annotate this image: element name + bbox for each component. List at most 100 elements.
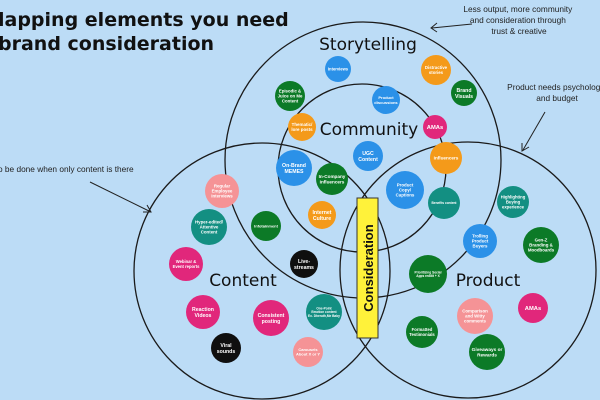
bubble-label-line: Thematic/: [292, 122, 313, 127]
bubble-label-line: Hyper-edited/: [195, 219, 224, 224]
bubble-label-line: On-Brand: [282, 163, 306, 169]
bubble-circle: [430, 142, 462, 174]
consideration-label: Consideration: [361, 224, 376, 311]
bubble: Interviews: [325, 56, 351, 82]
bubble-label-line: AMAs: [525, 306, 541, 312]
bubble-label-line: Culture: [313, 216, 331, 222]
bubble-label: Thematic/lore posts: [291, 122, 313, 132]
bubble-circle: [211, 333, 241, 363]
annotation-arrows: [89, 22, 546, 213]
arrow-head: [521, 143, 530, 152]
bubble-circle: [251, 211, 281, 241]
bubble-label-line: Buying: [506, 199, 521, 204]
bubble-label-line: Event reports: [173, 264, 200, 269]
bubble-circle: [372, 86, 400, 114]
bubble-label-line: Copy/: [399, 188, 412, 193]
bubble-label-line: UGC: [362, 151, 374, 157]
bubble-label-line: Influencers: [434, 156, 459, 161]
arrow-line: [89, 181, 152, 213]
arrow-head: [430, 22, 438, 33]
bubble-label: AMAs: [525, 306, 541, 312]
bubble-label-line: Attentive: [200, 225, 219, 230]
bubble: AMAs: [423, 115, 447, 139]
bubble-label-line: Ex. Dheruth,Me Baby: [308, 314, 340, 318]
bubble-label: Live-streams: [294, 259, 314, 271]
community-label: Community: [320, 120, 418, 140]
bubble-label-line: Branding &: [529, 243, 553, 248]
bubble-label-line: Live-: [298, 259, 310, 265]
bubble-label-line: Prioritizing Social: [415, 270, 442, 274]
title-line: brand consideration: [0, 33, 214, 55]
bubble-circle: [421, 55, 451, 85]
bubble: Benefits content: [428, 187, 460, 219]
bubble-label-line: Emotion content: [311, 310, 337, 314]
bubble-label-line: Content: [358, 157, 378, 163]
bubble-label-line: Product: [378, 95, 394, 100]
bubble-label-line: Highlighting: [501, 195, 526, 200]
bubble-label-line: Episodic &: [279, 89, 301, 94]
bubble-label-line: streams: [294, 265, 314, 271]
bubble-circle: [253, 300, 289, 336]
bubble-circle: [293, 337, 323, 367]
bubble-circle: [451, 80, 477, 106]
bubble-label-line: Infotainment: [254, 223, 278, 228]
bubble-label-line: Moodboards: [528, 248, 555, 253]
bubble: AMAs: [518, 293, 548, 323]
bubble-label-line: posting: [262, 319, 281, 325]
note-line: and consideration through: [470, 15, 566, 25]
top-right-note: Less output, more community and consider…: [463, 4, 574, 36]
bubble-label: Webinar &Event reports: [173, 259, 200, 269]
title-line: lapping elements you need: [0, 9, 289, 31]
bubble-label: Infotainment: [254, 223, 278, 228]
arrow-line: [431, 23, 473, 29]
bubble-label-line: Consistent: [258, 313, 285, 319]
bubble-circle: [409, 255, 447, 293]
bubble-label-line: About X or Y: [296, 352, 320, 357]
bubble-label-line: AMAs: [427, 125, 443, 131]
bubble-circle: [191, 209, 227, 245]
storytelling-label: Storytelling: [319, 35, 417, 55]
product-label: Product: [456, 271, 521, 291]
bubble-label-line: Captions: [396, 193, 415, 198]
bubble-label-line: lore posts: [291, 127, 313, 132]
bubble-label-line: Juice on Me: [278, 94, 303, 99]
bubble-label-line: and Witty: [465, 314, 485, 319]
bubble-label-line: Visuals: [455, 94, 473, 100]
bubble-label-line: comments: [464, 319, 487, 324]
bubble-circle: [523, 227, 559, 263]
left-note: o be done when only content is there: [0, 164, 134, 174]
bubble-label-line: Product: [397, 182, 414, 187]
bubble: Infotainment: [251, 211, 281, 241]
bubble-circle: [276, 150, 312, 186]
bubble-label-line: stories: [429, 70, 444, 75]
bubble-label-line: Employee: [212, 189, 233, 194]
content-label: Content: [209, 271, 277, 291]
bubble-label: AMAs: [427, 125, 443, 131]
bubble-label: Interviews: [328, 66, 349, 71]
